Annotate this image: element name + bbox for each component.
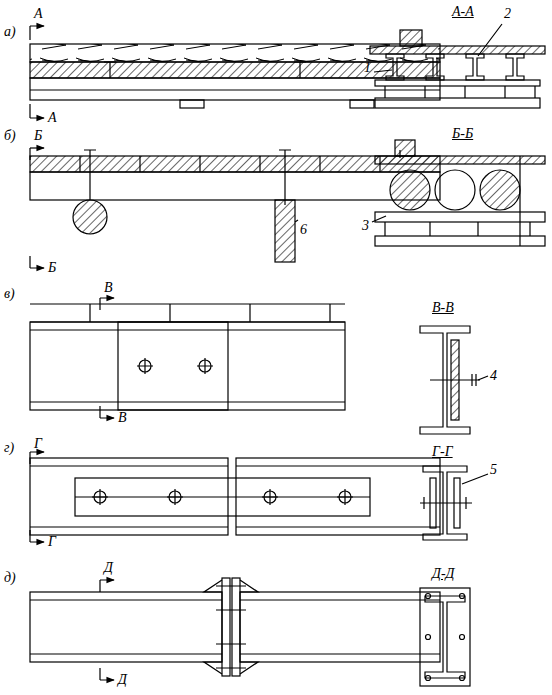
section-v-v — [420, 326, 488, 434]
section-mark: Г — [48, 534, 56, 550]
callout-number: 6 — [300, 222, 307, 238]
section-g-g — [420, 466, 488, 540]
section-d-d — [420, 588, 470, 686]
beam-end-plate-joint-d — [30, 578, 440, 680]
section-mark: А — [48, 110, 57, 126]
section-mark: Б — [34, 128, 42, 144]
section-a-a — [370, 24, 545, 108]
section-mark: Д — [104, 560, 113, 576]
section-title: В-В — [432, 300, 454, 316]
section-mark: Г — [34, 436, 42, 452]
section-title: Г-Г — [432, 444, 453, 460]
callout-number: 2 — [504, 6, 511, 22]
section-title: А-А — [452, 4, 474, 20]
section-mark: Д — [118, 672, 127, 688]
callout-number: 4 — [490, 368, 497, 384]
i-beam-section — [426, 54, 444, 80]
section-mark: А — [34, 6, 43, 22]
panel-letter: б) — [4, 128, 16, 144]
panel-letter: в) — [4, 286, 15, 302]
floor-side-view-b — [30, 148, 440, 268]
panel-letter: д) — [4, 570, 16, 586]
section-title: Б-Б — [452, 126, 473, 142]
i-beam-section — [506, 54, 524, 80]
section-title: Д-Д — [432, 566, 454, 582]
panel-letter: а) — [4, 24, 16, 40]
i-beam-section — [466, 54, 484, 80]
callout-number: 5 — [490, 462, 497, 478]
i-beam-section — [425, 596, 465, 678]
panel-letter: г) — [4, 440, 14, 456]
section-mark: В — [118, 410, 127, 426]
beam-splice-g — [30, 452, 440, 542]
i-beam-section — [386, 54, 404, 80]
section-mark: Б — [48, 260, 56, 276]
section-b-b — [372, 140, 545, 246]
section-mark: В — [104, 280, 113, 296]
callout-number: 1 — [364, 60, 371, 76]
callout-number: 3 — [362, 218, 369, 234]
beam-splice-v — [30, 298, 345, 418]
